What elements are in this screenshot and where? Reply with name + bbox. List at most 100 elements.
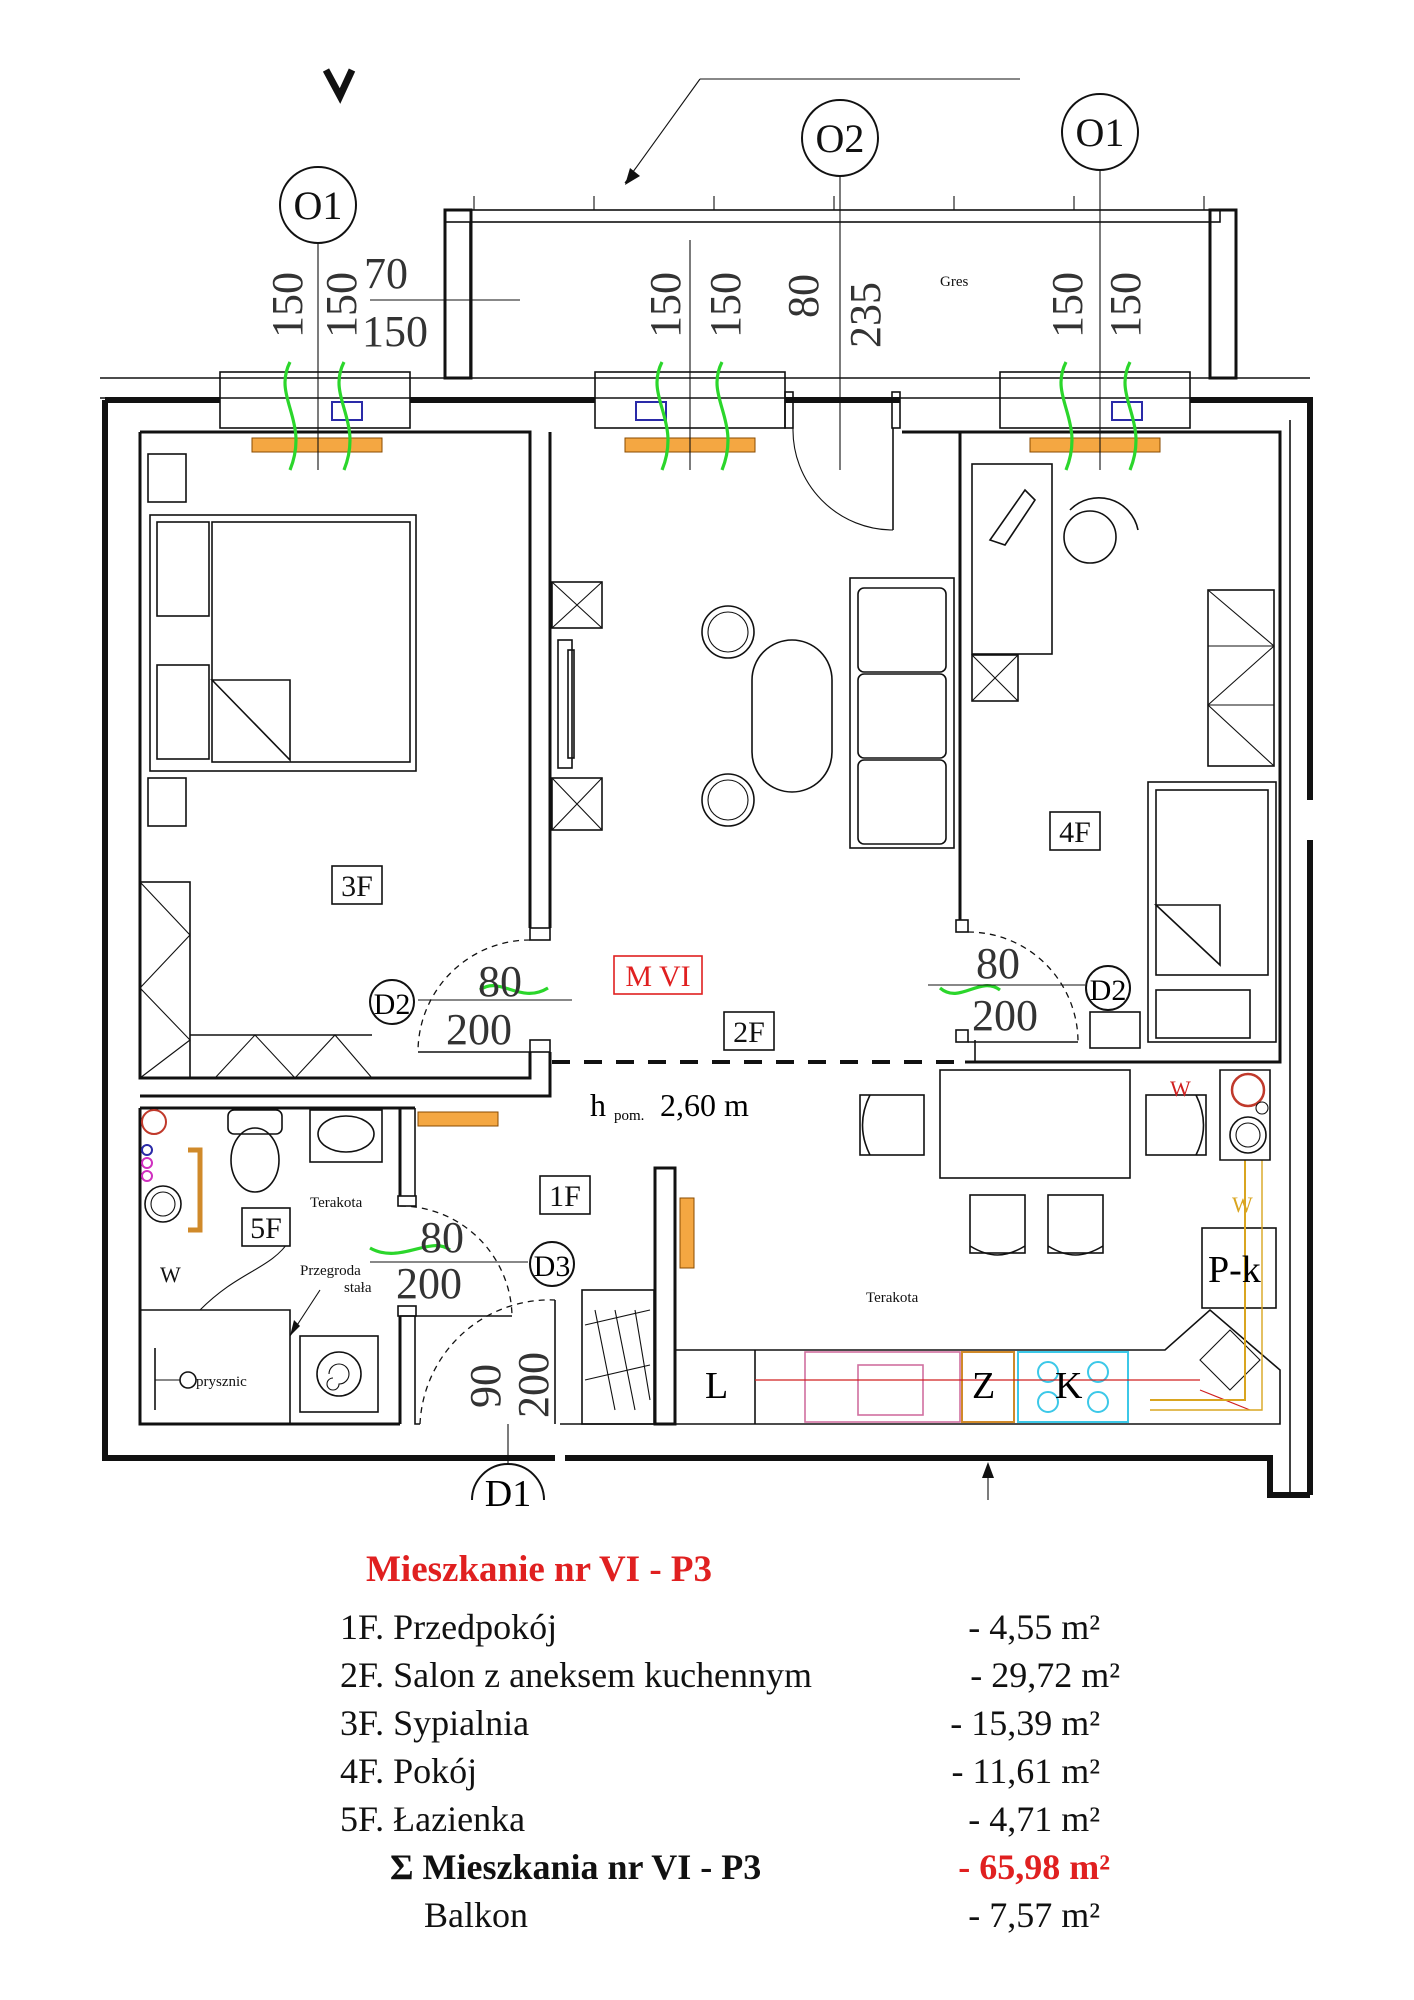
dining-furniture	[859, 1069, 1207, 1256]
wm-label-2: W	[1232, 1192, 1253, 1217]
legend-total-row: Σ Mieszkania nr VI - P3 - 65,98 m²	[390, 1846, 1110, 1890]
dim-balc-a: 70	[364, 249, 408, 298]
dim-win-mid-a: 150	[641, 272, 690, 338]
kitchen-l-label: L	[705, 1365, 728, 1407]
dim-d3-a: 80	[420, 1213, 464, 1262]
legend-total-value: - 65,98 m²	[958, 1847, 1110, 1887]
door-d2-right-label: D2	[1090, 974, 1127, 1007]
room-4f-label: 4F	[1059, 816, 1091, 849]
kitchen-pk-label: P-k	[1208, 1249, 1261, 1291]
balcony-leader	[624, 78, 1020, 185]
area-legend: Mieszkanie nr VI - P3 1F. Przedpokój - 4…	[0, 1548, 1414, 1968]
terakota-kitchen-label: Terakota	[866, 1290, 919, 1306]
room-tag-2f: 2F	[723, 1011, 775, 1051]
door-d2-left-label: D2	[374, 988, 411, 1021]
axis-o1-right-label: O1	[1076, 110, 1125, 155]
radiator-bath	[417, 1111, 499, 1127]
radiator-bedroom	[251, 437, 383, 453]
balcony-floor-label: Gres	[940, 274, 968, 290]
room-1f-label: 1F	[549, 1180, 581, 1213]
dim-d3-b: 200	[396, 1259, 462, 1308]
ceiling-height: h pom. 2,60 m	[590, 1087, 749, 1124]
height-prefix: h	[590, 1087, 606, 1123]
legend-row: 5F. Łazienka - 4,71 m²	[340, 1798, 1100, 1842]
legend-row: 2F. Salon z aneksem kuchennym - 29,72 m²	[340, 1654, 1120, 1698]
door-d1-label: D1	[485, 1473, 531, 1515]
wm-label-1: W	[1170, 1076, 1191, 1101]
dim-d1-a: 90	[461, 1364, 510, 1408]
door-d2-left: D2 80 200	[369, 939, 572, 1054]
dim-win-right-a: 150	[1043, 272, 1092, 338]
height-sub: pom.	[614, 1108, 644, 1124]
door-d2-right: D2 80 200	[928, 931, 1131, 1043]
entrance-arrow-icon	[982, 1462, 994, 1500]
door-d3: D3 80 200	[370, 1205, 575, 1317]
kitchen-counter	[675, 1069, 1281, 1425]
north-arrow-icon	[322, 68, 356, 104]
window-left	[219, 371, 411, 429]
partition-label-2: stała	[344, 1280, 372, 1296]
outer-walls	[100, 377, 1313, 1498]
room-tag-4f: 4F	[1049, 811, 1101, 851]
living-furniture	[551, 577, 955, 849]
legend-row-value: - 11,61 m²	[951, 1751, 1100, 1791]
shower-label: prysznic	[196, 1374, 247, 1390]
dim-d2r-b: 200	[972, 991, 1038, 1040]
legend-total-label: Σ Mieszkania nr VI - P3	[390, 1847, 762, 1887]
dim-d2l-b: 200	[446, 1005, 512, 1054]
radiator-hall	[679, 1197, 695, 1269]
legend-row-label: 5F. Łazienka	[340, 1799, 526, 1839]
dim-win-left-b: 150	[317, 272, 366, 338]
dim-door-o2-a: 80	[779, 274, 828, 318]
wm-label-3: W	[160, 1262, 181, 1287]
axis-markers	[317, 166, 1101, 470]
legend-row-label: 4F. Pokój	[340, 1751, 478, 1791]
room-3f-label: 3F	[341, 870, 373, 903]
axis-o1-right: O1	[1061, 93, 1139, 171]
bathroom-fixtures	[140, 1109, 383, 1425]
axis-o2-label: O2	[816, 116, 865, 161]
opening-dimensions: 150 150 70 150 150 150 80 235 150 150	[263, 249, 1150, 356]
dim-d2r-a: 80	[976, 939, 1020, 988]
legend-row: 3F. Sypialnia - 15,39 m²	[340, 1702, 1100, 1746]
terakota-bath-label: Terakota	[310, 1195, 363, 1211]
legend-row: 1F. Przedpokój - 4,55 m²	[340, 1606, 1100, 1650]
legend-title: Mieszkanie nr VI - P3	[366, 1549, 713, 1590]
room-tag-5f: 5F	[241, 1207, 291, 1247]
vent-arrows	[283, 361, 1138, 1255]
axis-o1-left: O1	[279, 166, 357, 244]
room-5f-label: 5F	[250, 1212, 282, 1245]
axis-o1-left-label: O1	[294, 183, 343, 228]
radiator-room	[1029, 437, 1161, 453]
dim-win-left-a: 150	[263, 272, 312, 338]
legend-balcony-label: Balkon	[424, 1895, 528, 1935]
dim-d1-b: 200	[509, 1352, 558, 1418]
hall-wardrobe	[581, 1289, 655, 1425]
kitchen-k-label: K	[1055, 1365, 1083, 1407]
room-tag-3f: 3F	[331, 865, 383, 905]
legend-row-label: 1F. Przedpokój	[340, 1607, 558, 1647]
room-2f-label: 2F	[733, 1016, 765, 1049]
dim-win-right-b: 150	[1101, 272, 1150, 338]
room-furniture	[971, 463, 1277, 1049]
dim-d2l-a: 80	[478, 957, 522, 1006]
dim-win-mid-b: 150	[701, 272, 750, 338]
legend-row-value: - 4,55 m²	[968, 1607, 1100, 1647]
dim-balc-b: 150	[362, 307, 428, 356]
legend-balcony-value: - 7,57 m²	[968, 1895, 1100, 1935]
legend-row: 4F. Pokój - 11,61 m²	[340, 1750, 1100, 1794]
height-value: 2,60 m	[660, 1087, 749, 1123]
kitchen-z-label: Z	[972, 1365, 995, 1407]
legend-row-label: 2F. Salon z aneksem kuchennym	[340, 1655, 813, 1695]
flat-id-tag: M VI	[613, 955, 703, 995]
legend-row-value: - 4,71 m²	[968, 1799, 1100, 1839]
legend-row-value: - 29,72 m²	[970, 1655, 1120, 1695]
legend-row-value: - 15,39 m²	[950, 1703, 1100, 1743]
window-right	[999, 371, 1191, 429]
balcony-door	[784, 391, 901, 531]
axis-o2: O2	[801, 99, 879, 177]
legend-row-label: 3F. Sypialnia	[340, 1703, 530, 1743]
legend-balcony-row: Balkon - 7,57 m²	[424, 1894, 1100, 1938]
door-d3-label: D3	[534, 1250, 571, 1283]
